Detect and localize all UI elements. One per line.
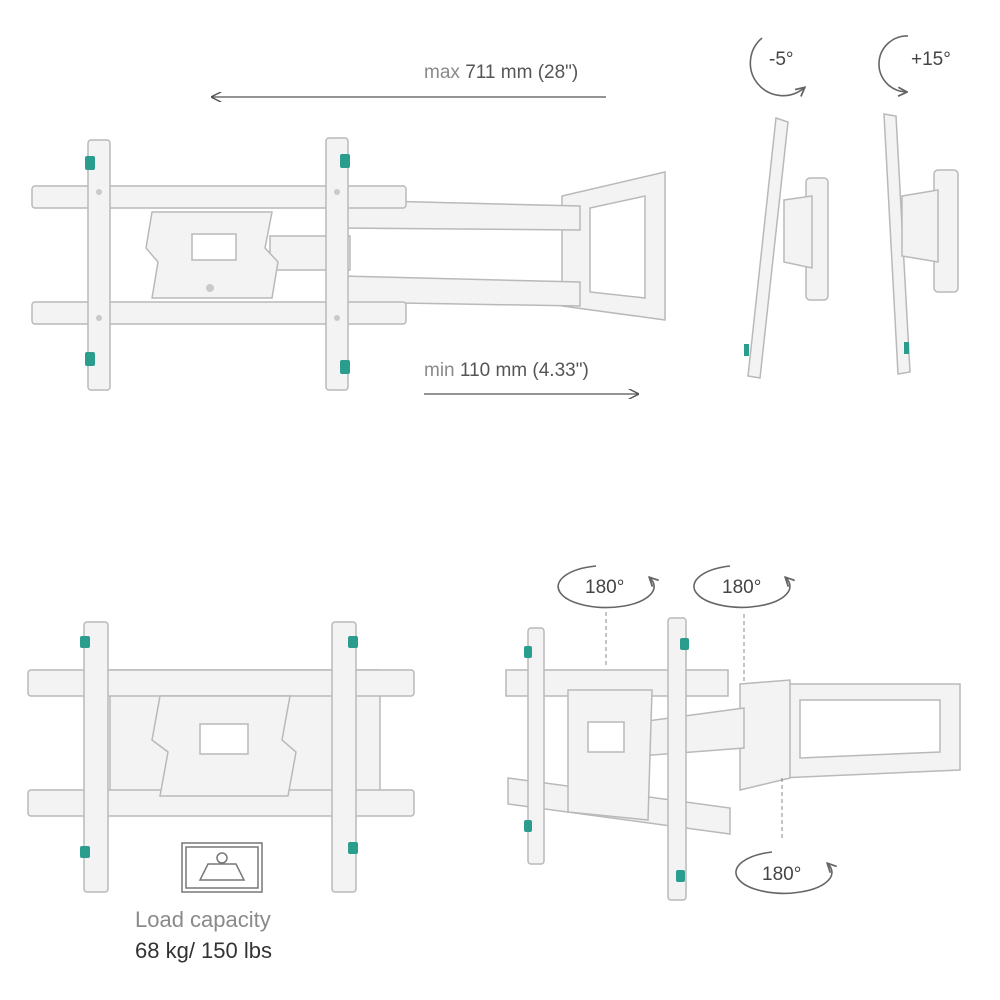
load-capacity-caption: Load capacity	[135, 907, 271, 932]
accent-caps	[85, 154, 350, 374]
vertical-arm-right	[325, 137, 349, 391]
swivel-top-right-rotate-arrow-icon	[693, 565, 790, 609]
swivel-top-right-degrees: 180°	[722, 577, 762, 598]
max-extension-label: max 711 mm (28")	[424, 62, 578, 84]
extended-mount-view	[31, 137, 666, 391]
tilt-down-degrees: -5°	[769, 49, 794, 70]
vertical-arm-left	[87, 139, 111, 391]
rail-top	[31, 185, 407, 209]
swivel-top-left-rotate-arrow-icon	[557, 565, 654, 609]
tilt-down-rotate-arrow-icon	[749, 37, 804, 96]
tilt-up-degrees: +15°	[911, 49, 951, 70]
weight-icon	[181, 842, 263, 893]
rail-bottom	[31, 301, 407, 325]
max-value: 711 mm (28")	[465, 62, 579, 83]
swivel-top-left-degrees: 180°	[585, 577, 625, 598]
min-extension-label: min 110 mm (4.33")	[424, 360, 589, 382]
swivel-bottom-degrees: 180°	[762, 864, 802, 885]
tilt-up-view	[883, 113, 959, 375]
folded-mount-view	[27, 621, 415, 893]
tilt-up-rotate-arrow-icon	[878, 35, 908, 92]
min-prefix: min	[424, 360, 455, 381]
swivel-bottom-rotate-arrow-icon	[735, 851, 832, 895]
swivel-mount-view	[505, 617, 961, 901]
tilt-down-view	[747, 116, 829, 379]
load-capacity-value: 68 kg/ 150 lbs	[135, 938, 272, 963]
max-prefix: max	[424, 62, 460, 83]
min-value: 110 mm (4.33")	[459, 360, 589, 381]
